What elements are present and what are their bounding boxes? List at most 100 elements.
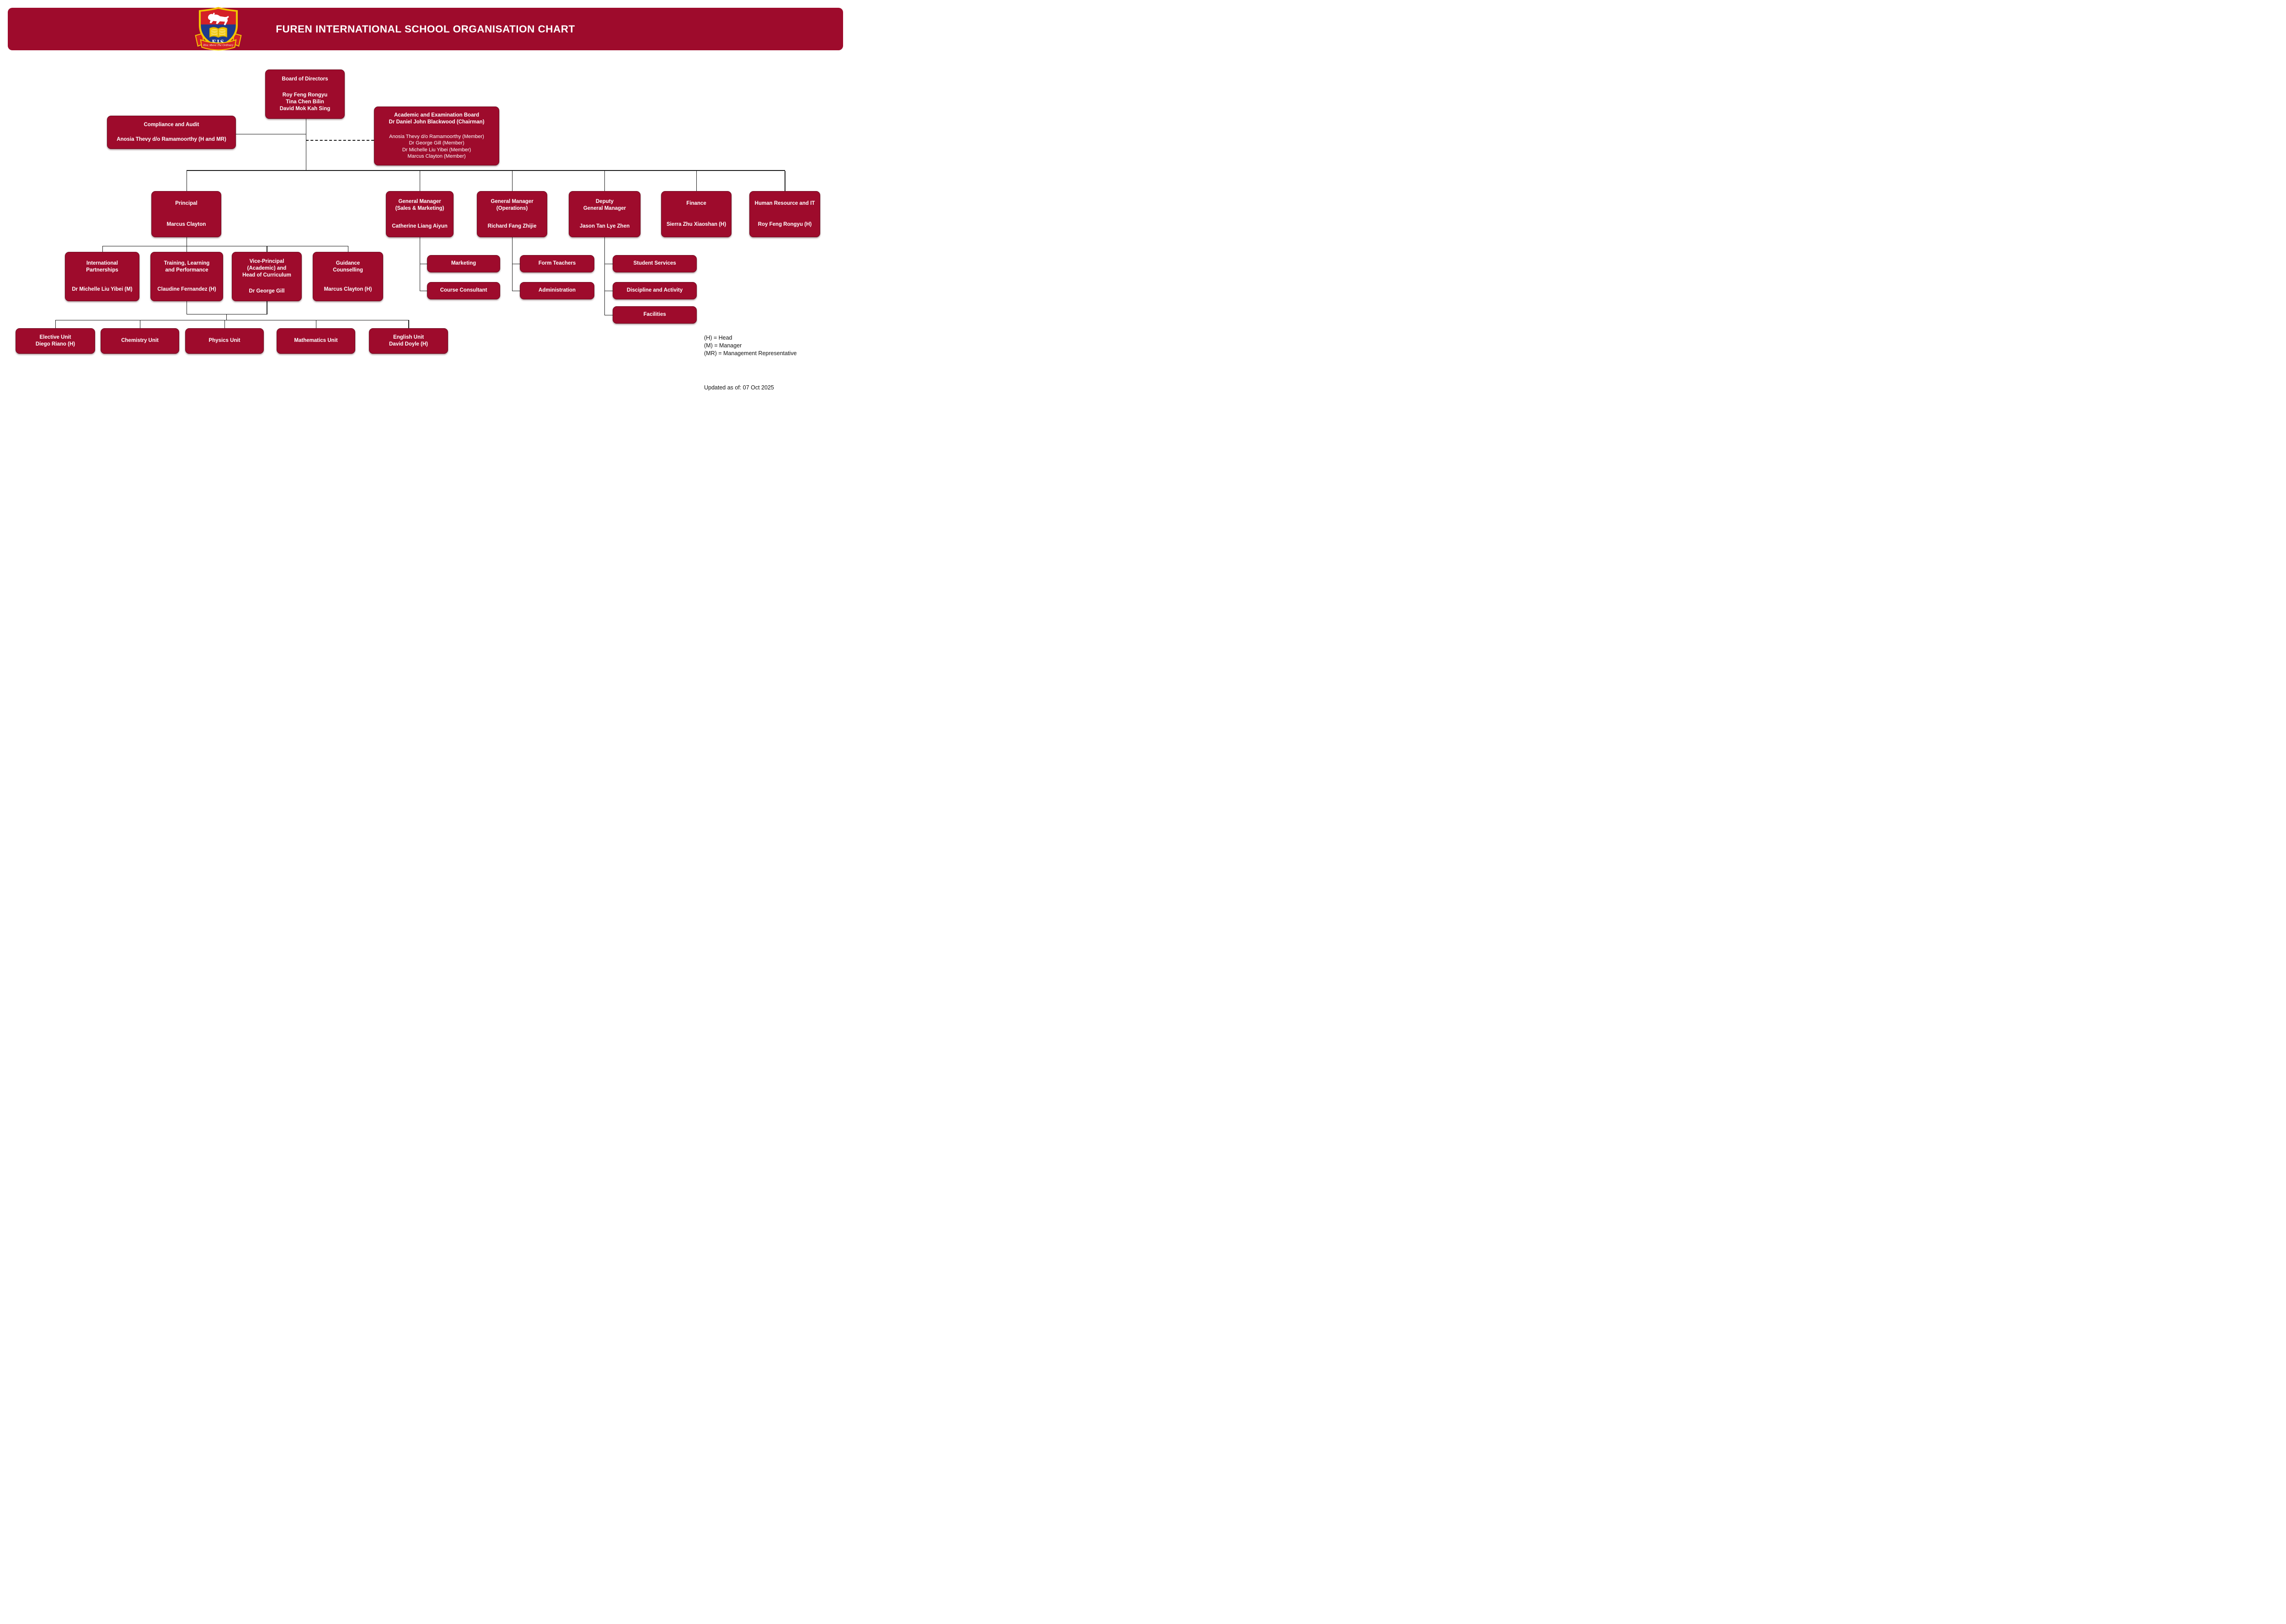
node-line: Partnerships: [86, 267, 118, 273]
node-line: Chemistry Unit: [121, 338, 159, 344]
node-line: Deputy: [596, 198, 614, 204]
node-line: General Manager: [491, 198, 534, 204]
node-line: General Manager: [398, 198, 441, 204]
legend: (H) = Head(M) = Manager(MR) = Management…: [704, 334, 797, 357]
node-line: Physics Unit: [208, 338, 240, 344]
node-line: (Academic) and: [247, 266, 287, 271]
node-line: Jason Tan Lye Zhen: [579, 223, 630, 229]
connector-line: [604, 171, 605, 191]
node-line: David Doyle (H): [389, 341, 428, 347]
node-text-group: Marketing: [451, 260, 476, 267]
node-text-group: Human Resource and IT: [755, 200, 815, 207]
connector-line: [512, 171, 513, 191]
connector-line: [419, 171, 420, 191]
node-line: and Performance: [165, 267, 208, 273]
node-line: Roy Feng Rongyu: [282, 92, 328, 98]
node-text-group: Principal: [175, 200, 198, 207]
node-line: Board of Directors: [282, 76, 328, 82]
connector-line: [604, 237, 605, 315]
connector-line: [315, 320, 316, 328]
node-line: Marcus Clayton: [166, 222, 206, 228]
node-text-group: Claudine Fernandez (H): [157, 286, 216, 293]
node-line: David Mok Kah Sing: [279, 106, 331, 112]
connector-line: [347, 246, 348, 252]
connector-line: [419, 237, 420, 291]
node-text-group: General Manager(Sales & Marketing): [395, 198, 444, 212]
node-physics-unit: Physics Unit: [185, 328, 264, 354]
node-line: Counselling: [333, 267, 363, 273]
page-title: FUREN INTERNATIONAL SCHOOL ORGANISATION …: [276, 23, 575, 35]
node-line: Roy Feng Rongyu (H): [758, 222, 812, 228]
node-line: (Operations): [496, 206, 528, 212]
connector-line: [696, 171, 697, 191]
node-student-services: Student Services: [613, 255, 697, 272]
node-line: Catherine Liang Aiyun: [392, 223, 448, 229]
node-text-group: Finance: [686, 200, 706, 207]
connector-dashed-line: [306, 140, 374, 141]
connector-line: [419, 263, 427, 264]
node-text-group: Compliance and Audit: [144, 122, 199, 128]
node-form-teachers: Form Teachers: [520, 255, 594, 272]
node-line: Dr George Gill (Member): [409, 140, 465, 146]
node-line: Elective Unit: [39, 334, 71, 340]
connector-line: [102, 246, 103, 252]
node-text-group: Catherine Liang Aiyun: [392, 223, 448, 230]
node-mathematics-unit: Mathematics Unit: [277, 328, 355, 354]
node-text-group: Mathematics Unit: [294, 337, 337, 344]
connector-line: [102, 245, 348, 246]
header-bar: FUREN INTERNATIONAL SCHOOL ORGANISATION …: [8, 8, 843, 50]
node-text-group: Jason Tan Lye Zhen: [580, 223, 630, 230]
node-line: Human Resource and IT: [754, 200, 815, 206]
node-line: Anosia Thevy d/o Ramamoorthy (Member): [389, 133, 484, 139]
node-line: English Unit: [393, 334, 424, 340]
connector-line: [55, 320, 56, 328]
connector-line: [419, 290, 427, 291]
node-line: Vice-Principal: [249, 258, 284, 264]
node-line: Dr Michelle Liu Yibei (M): [72, 287, 133, 293]
node-gm-operations: General Manager (Operations) Richard Fang …: [477, 191, 547, 237]
connector-line: [187, 170, 785, 171]
node-text-group: General Manager (Operations): [491, 198, 533, 212]
connector-line: [604, 263, 613, 264]
node-text-group: Discipline and Activity: [627, 287, 683, 294]
node-line: Student Services: [633, 261, 676, 266]
node-line: Form Teachers: [538, 261, 576, 266]
node-human-resource-and-it: Human Resource and IT Roy Feng Rongyu (H): [749, 191, 820, 237]
node-line: Discipline and Activity: [626, 288, 683, 293]
book-icon: [209, 27, 228, 38]
node-line: Claudine Fernandez (H): [157, 287, 216, 293]
node-line: Diego Riano (H): [35, 341, 75, 347]
node-line: Dr Michelle Liu Yibei (Member): [402, 147, 471, 153]
node-discipline-and-activity: Discipline and Activity: [613, 282, 697, 299]
node-text-group: Student Services: [633, 260, 676, 267]
node-text-group: Course Consultant: [440, 287, 487, 294]
node-course-consultant: Course Consultant: [427, 282, 500, 299]
node-line: Facilities: [643, 312, 666, 318]
legend-item: (M) = Manager: [704, 342, 742, 349]
lion-icon: [208, 12, 229, 26]
node-facilities: Facilities: [613, 306, 697, 324]
node-line: Marcus Clayton (Member): [407, 154, 466, 160]
node-text-group: Dr George Gill: [249, 288, 285, 295]
node-line: Richard Fang Zhijie: [487, 223, 537, 229]
connector-line: [408, 320, 409, 328]
node-text-group: Anosia Thevy d/o Ramamoorthy (H and MR): [117, 136, 226, 143]
node-line: International: [86, 260, 118, 266]
node-line: Marketing: [451, 261, 476, 266]
node-line: Finance: [686, 200, 706, 206]
node-line: Compliance and Audit: [144, 122, 199, 128]
node-line: Training, Learning: [164, 260, 210, 266]
